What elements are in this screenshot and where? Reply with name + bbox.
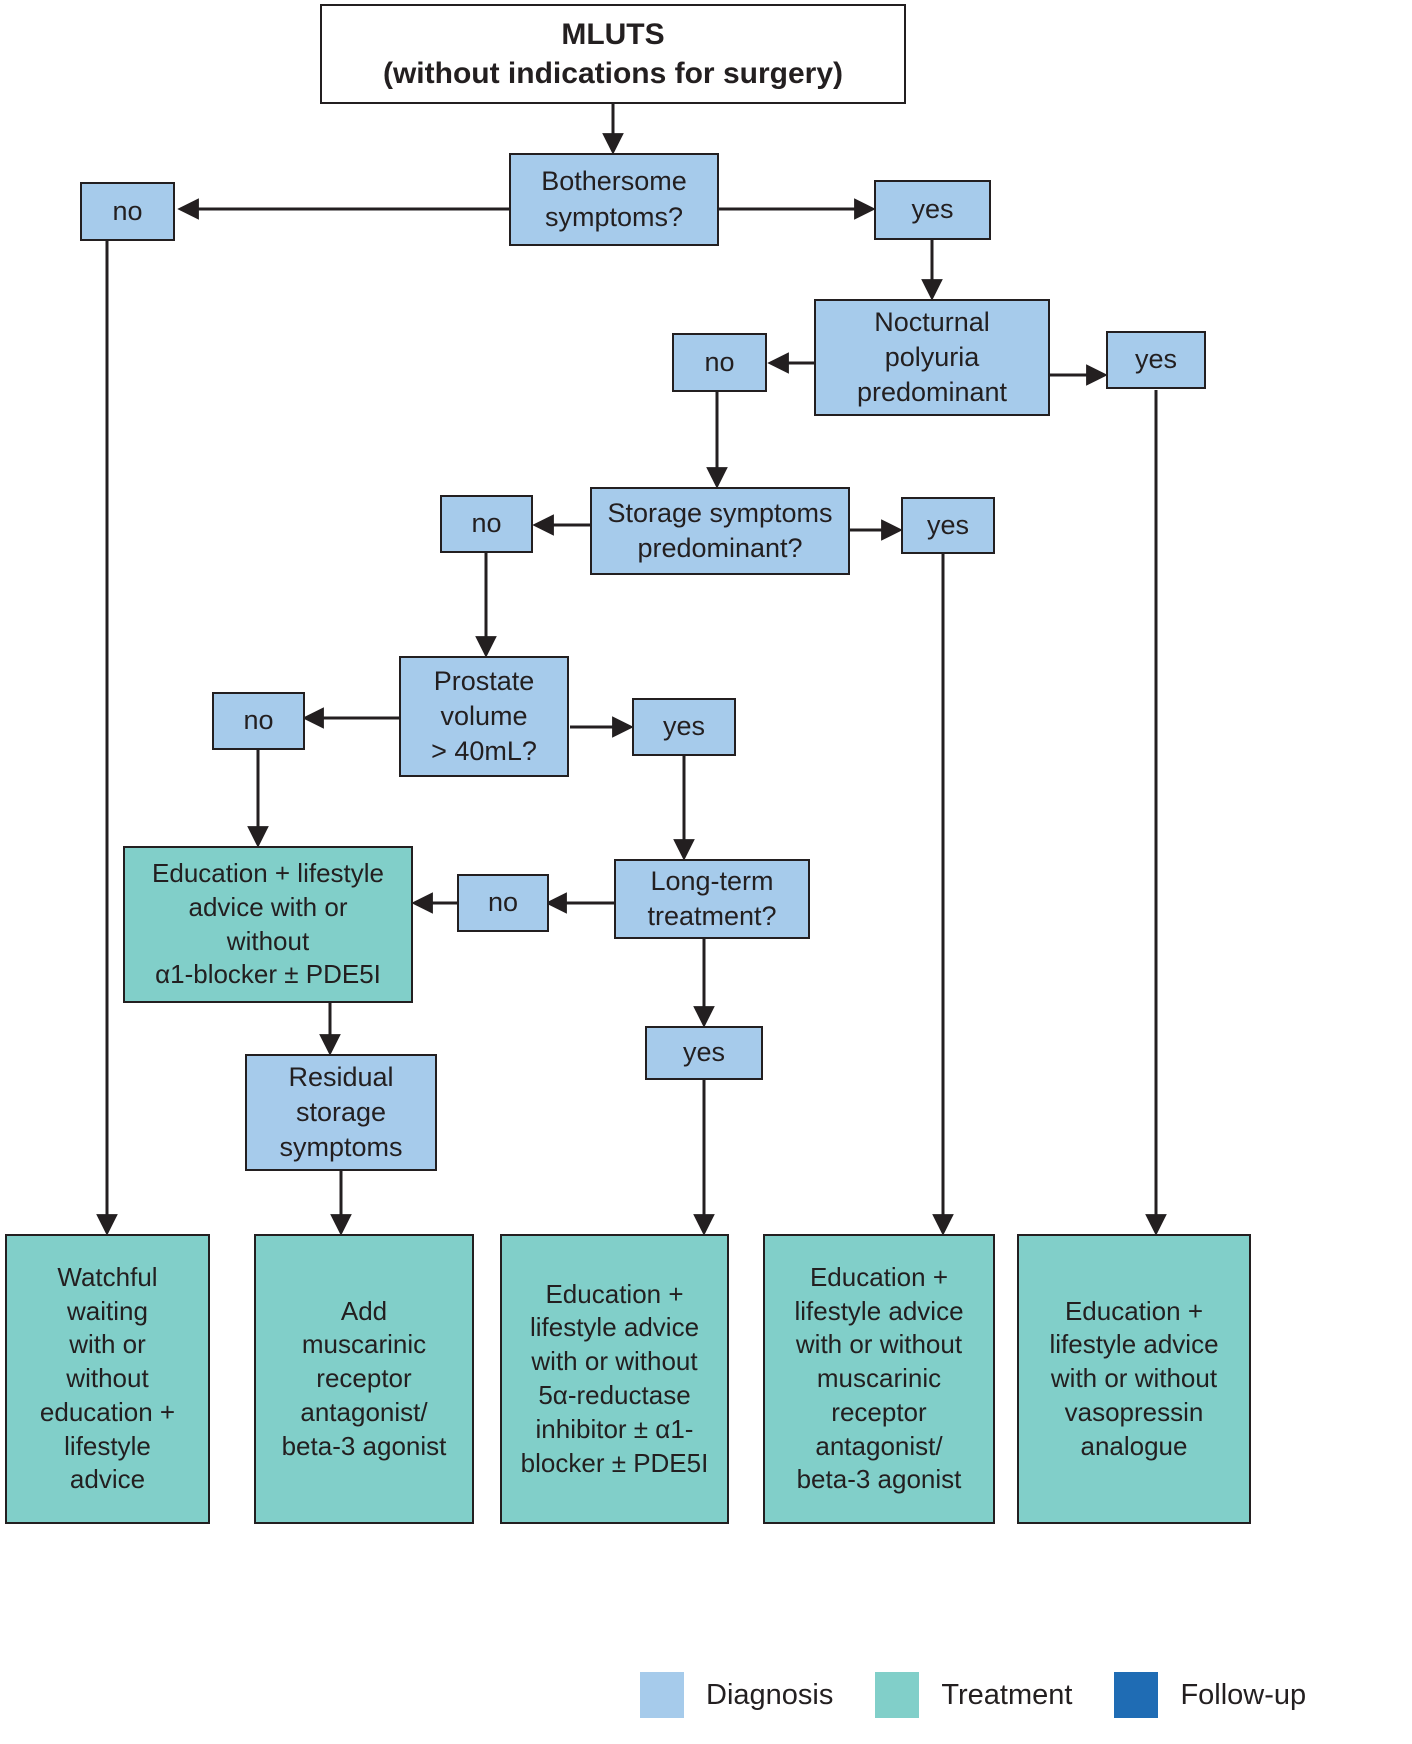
node-root: MLUTS (without indications for surgery) [320, 4, 906, 104]
legend-label-followup: Follow-up [1180, 1678, 1307, 1711]
legend-swatch-treatment [875, 1672, 920, 1718]
node-storage-no[interactable]: no [440, 495, 533, 553]
root-title-line2: (without indications for surgery) [382, 57, 843, 90]
legend-swatch-diagnosis [640, 1672, 684, 1718]
node-bothersome-no[interactable]: no [80, 182, 175, 241]
node-add-muscarinic[interactable]: Add muscarinic receptor antagonist/ beta… [254, 1234, 474, 1524]
legend: Diagnosis Treatment Follow-up [640, 1664, 1400, 1726]
node-residual-storage-symptoms[interactable]: Residual storage symptoms [245, 1054, 437, 1171]
node-nocturnal-yes[interactable]: yes [1106, 331, 1206, 389]
node-nocturnal-polyuria[interactable]: Nocturnal polyuria predominant [814, 299, 1050, 416]
node-bothersome-yes[interactable]: yes [874, 180, 991, 240]
node-watchful-waiting[interactable]: Watchful waiting with or without educati… [5, 1234, 210, 1524]
node-education-muscarinic[interactable]: Education + lifestyle advice with or wit… [763, 1234, 995, 1524]
node-nocturnal-no[interactable]: no [672, 333, 767, 392]
node-prostate-yes[interactable]: yes [632, 698, 736, 756]
node-education-vasopressin[interactable]: Education + lifestyle advice with or wit… [1017, 1234, 1251, 1524]
node-bothersome-symptoms[interactable]: Bothersome symptoms? [509, 153, 719, 246]
node-prostate-no[interactable]: no [212, 692, 305, 750]
node-prostate-volume[interactable]: Prostate volume > 40mL? [399, 656, 569, 777]
legend-swatch-followup [1114, 1672, 1159, 1718]
node-education-5ar-inhibitor[interactable]: Education + lifestyle advice with or wit… [500, 1234, 729, 1524]
node-long-term-treatment[interactable]: Long-term treatment? [614, 859, 810, 939]
legend-item-followup: Follow-up [1114, 1672, 1306, 1718]
node-education-alpha1-blocker[interactable]: Education + lifestyle advice with or wit… [123, 846, 413, 1003]
node-longterm-no[interactable]: no [457, 874, 549, 932]
node-storage-yes[interactable]: yes [901, 497, 995, 554]
legend-label-diagnosis: Diagnosis [706, 1678, 834, 1711]
legend-label-treatment: Treatment [941, 1678, 1073, 1711]
legend-item-diagnosis: Diagnosis [640, 1672, 833, 1718]
legend-item-treatment: Treatment [875, 1672, 1072, 1718]
node-storage-symptoms[interactable]: Storage symptoms predominant? [590, 487, 850, 575]
node-longterm-yes[interactable]: yes [645, 1026, 763, 1080]
root-title-line1: MLUTS [561, 18, 665, 51]
